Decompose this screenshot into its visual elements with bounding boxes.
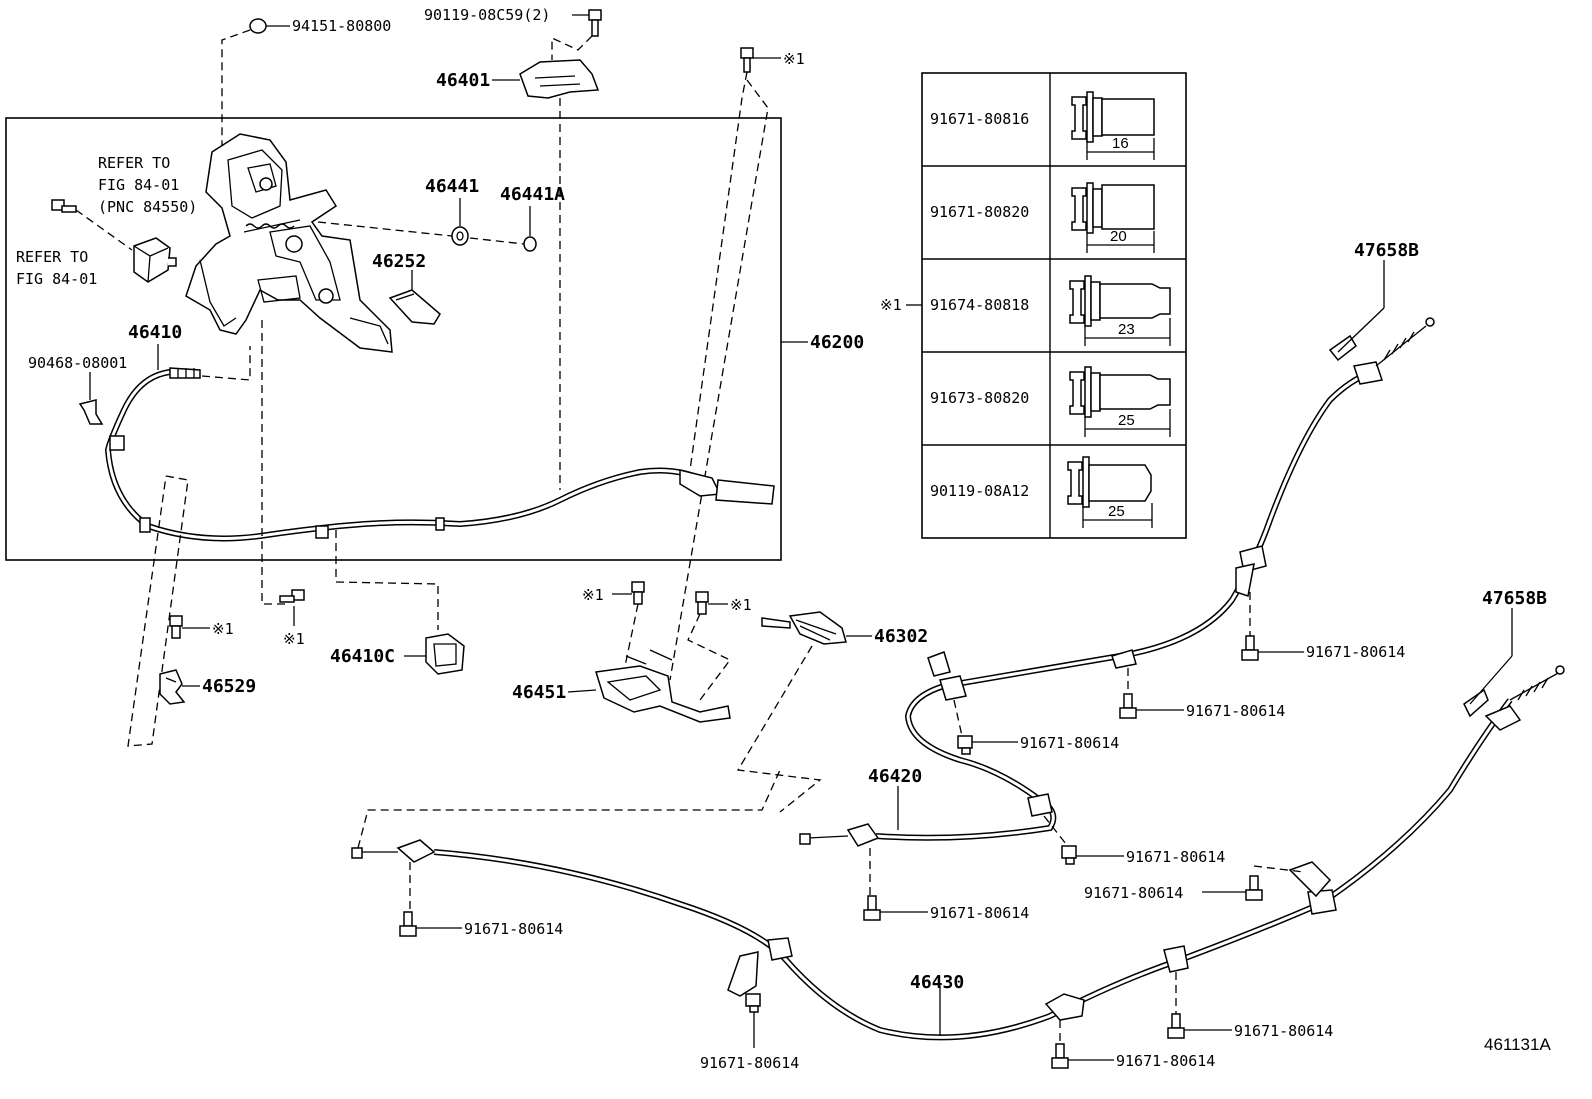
bolt-pictogram-3: 23 [1069,275,1171,346]
bolt-91671-9 [1167,1013,1232,1039]
bolt-91671-7 [399,911,462,937]
refer-note-1-line2: FIG 84-01 [98,176,179,194]
bolt-length-1: 16 [1112,135,1129,152]
label-46430[interactable]: 46430 [910,972,964,993]
label-90119-08c59[interactable]: 90119-08C59(2) [424,6,550,24]
label-bolt-1[interactable]: 91671-80614 [1306,643,1405,661]
bolt-91671-3 [957,735,1018,755]
label-bolt-8[interactable]: 91671-80614 [700,1054,799,1072]
label-46451[interactable]: 46451 [512,682,566,703]
nut-94151 [221,18,290,160]
cable-46430 [351,665,1565,1044]
cable-46410 [104,344,775,542]
refer-note-2-line1: REFER TO [16,248,88,266]
label-46410c[interactable]: 46410C [330,646,395,667]
mark-a[interactable]: ※1 [283,630,305,648]
label-bolt-7[interactable]: 91671-80614 [464,920,563,938]
label-46529[interactable]: 46529 [202,676,256,697]
pedal-pad-46252 [388,270,441,325]
label-bolt-6[interactable]: 91671-80614 [930,904,1029,922]
label-94151-80800[interactable]: 94151-80800 [292,17,391,35]
bolt-pictogram-2: 20 [1071,182,1155,253]
table-row-part-4: 91673-80820 [930,389,1029,407]
label-47658b-2[interactable]: 47658B [1482,588,1547,609]
bracket-46529 [159,669,200,705]
mark-b[interactable]: ※1 [212,620,234,638]
label-bolt-4[interactable]: 91671-80614 [1126,848,1225,866]
bolt-pictogram-1: 16 [1071,91,1155,160]
table-row-part-2: 91671-80820 [930,203,1029,221]
label-46410[interactable]: 46410 [128,322,182,343]
equalizer-46302 [736,611,872,813]
label-46302[interactable]: 46302 [874,626,928,647]
figure-id: 461131A [1484,1035,1551,1054]
bolt-91671-2 [1119,693,1184,719]
clip-46410c [404,633,465,675]
bolt-mark-d [687,591,731,701]
bolt-top-mark [669,47,781,681]
nut-46441a [523,206,537,252]
label-46420[interactable]: 46420 [868,766,922,787]
table-mark: ※1 [880,296,902,314]
bolt-91671-4 [1061,845,1124,865]
bracket-46451 [567,649,731,723]
bolt-length-3: 23 [1118,321,1135,338]
label-bolt-2[interactable]: 91671-80614 [1186,702,1285,720]
table-row-part-1: 91671-80816 [930,110,1029,128]
refer-note-1-line1: REFER TO [98,154,170,172]
bolt-91671-10 [1051,1043,1114,1069]
bracket-46401 [519,59,600,490]
label-90468-08001[interactable]: 90468-08001 [28,354,127,372]
table-row-part-3: 91674-80818 [930,296,1029,314]
refer-note-1-line3: (PNC 84550) [98,198,197,216]
nut-46441 [451,198,469,246]
cable-46420 [799,317,1435,896]
table-row-part-5: 90119-08A12 [930,482,1029,500]
bolt-mark-a [279,589,305,626]
mark-d[interactable]: ※1 [730,596,752,614]
clip-90468 [78,372,104,425]
bolt-pictogram-5: 25 [1067,456,1153,528]
label-bolt-5[interactable]: 91671-80614 [1084,884,1183,902]
label-bolt-9[interactable]: 91671-80614 [1234,1022,1333,1040]
mark-c[interactable]: ※1 [582,586,604,604]
stop-lamp-switch [51,199,177,283]
bolt-90119-08c59 [551,9,602,60]
label-46200[interactable]: 46200 [810,332,864,353]
assembly-46200-frame [5,117,782,561]
bolt-91671-8 [745,993,761,1048]
bolt-91671-1 [1241,635,1304,661]
bolt-length-2: 20 [1110,228,1127,245]
mark-top[interactable]: ※1 [783,50,805,68]
bolt-length-4: 25 [1118,412,1135,429]
bolt-spec-table: 91671-80816 91671-80820 91674-80818 9167… [880,72,1187,539]
bolt-pictogram-4: 25 [1069,366,1171,437]
refer-note-2-line2: FIG 84-01 [16,270,97,288]
bolt-length-5: 25 [1108,503,1125,520]
label-bolt-3[interactable]: 91671-80614 [1020,734,1119,752]
label-46441[interactable]: 46441 [425,176,479,197]
bolt-mark-c [612,581,645,691]
pedal-assembly [185,133,393,353]
bolt-91671-6 [863,895,928,921]
label-46252[interactable]: 46252 [372,251,426,272]
bolt-mark-b [169,615,210,639]
bolt-91671-5 [1202,875,1263,901]
label-46401[interactable]: 46401 [436,70,490,91]
label-bolt-10[interactable]: 91671-80614 [1116,1052,1215,1070]
label-47658b-1[interactable]: 47658B [1354,240,1419,261]
label-46441a[interactable]: 46441A [500,184,565,205]
